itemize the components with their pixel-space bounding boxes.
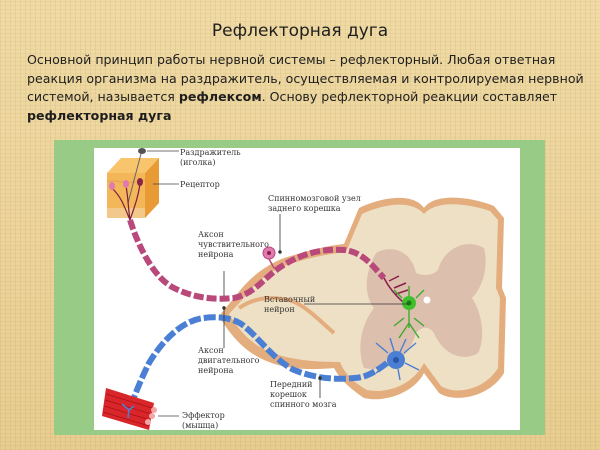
- motor-neuron: [126, 314, 420, 412]
- label-stimulus: Раздражитель(иголка): [180, 148, 241, 167]
- diagram-frame: Раздражитель(иголка) Рецептор Спинномозг…: [54, 140, 545, 435]
- label-effector: Эффектор(мышца): [182, 411, 225, 430]
- skin-receptor-block: [106, 148, 179, 221]
- label-pointers: [222, 214, 409, 398]
- intro-paragraph: Основной принцип работы нервной системы …: [27, 51, 587, 125]
- intro-text-1: Основной принцип работы нервной системы …: [27, 52, 584, 104]
- sensory-neuron: [127, 219, 409, 304]
- slide-title: Рефлекторная дуга: [211, 21, 389, 41]
- term-reflex: рефлексом: [178, 89, 262, 104]
- spinal-cord: [219, 197, 506, 400]
- label-receptor: Рецептор: [180, 180, 220, 189]
- intro-text-2: . Основу рефлекторной реакции составляет: [261, 89, 558, 104]
- reflex-arc-diagram: Раздражитель(иголка) Рецептор Спинномозг…: [94, 148, 520, 430]
- muscle-effector: [102, 388, 179, 430]
- reflex-arc-illustration: [102, 148, 506, 430]
- term-reflex-arc: рефлекторная дуга: [27, 107, 172, 123]
- interneuron: [393, 286, 425, 339]
